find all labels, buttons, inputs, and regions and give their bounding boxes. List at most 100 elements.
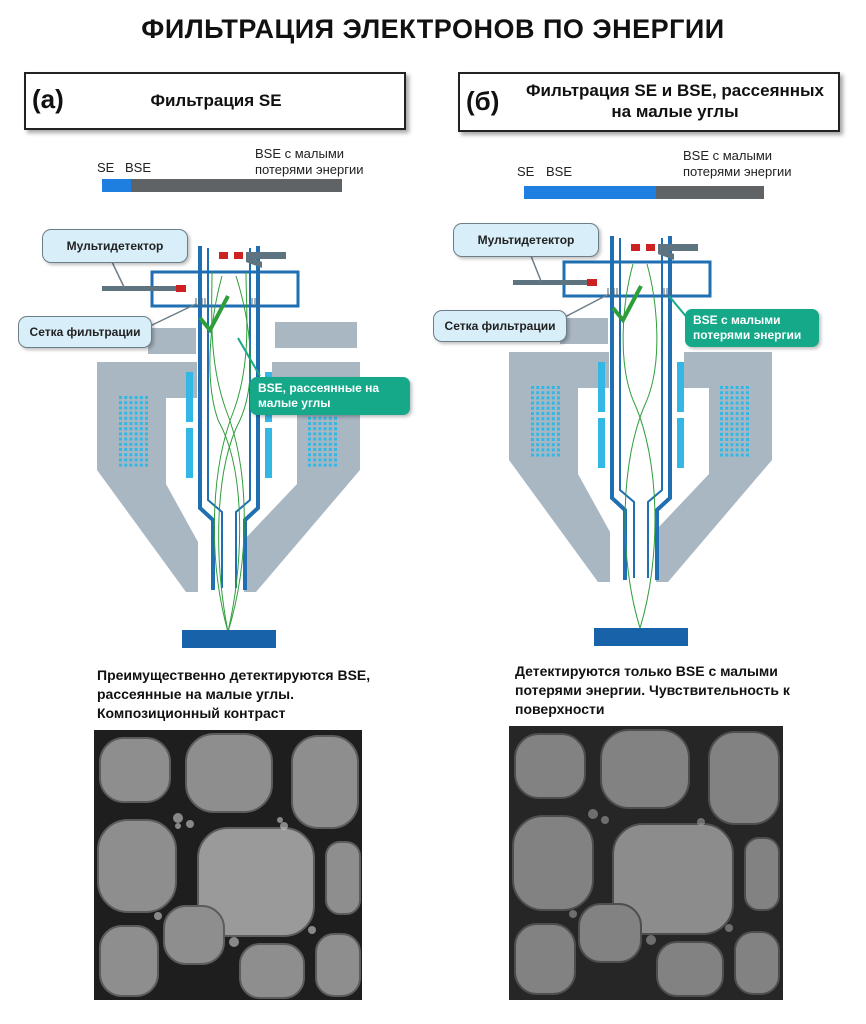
coil-dot	[557, 427, 560, 431]
coil-dot	[746, 386, 749, 389]
coil-dot	[328, 432, 332, 436]
coil-dot	[740, 427, 744, 431]
coil-dot	[308, 427, 311, 431]
coil-dot	[139, 437, 143, 441]
coil-dot	[328, 453, 332, 457]
aperture-arm	[246, 252, 286, 259]
coil-dot	[313, 416, 317, 420]
coil-dot	[145, 458, 148, 462]
coil-dot	[334, 437, 337, 441]
coil-dot	[124, 406, 128, 410]
coil-dot	[541, 417, 545, 421]
coil-dot	[145, 432, 148, 436]
coil-dot	[308, 442, 311, 446]
coil-dot	[334, 458, 337, 462]
coil-dot	[546, 412, 550, 415]
description-b: Детектируются только BSE с малыми потеря…	[515, 663, 790, 717]
coil-dot	[541, 396, 545, 400]
coil-dot	[129, 437, 133, 441]
coil-dot	[328, 448, 332, 451]
coil-dot	[735, 448, 739, 452]
coil-dot	[334, 442, 337, 446]
coil-dot	[134, 442, 138, 446]
coil-dot	[308, 448, 311, 451]
coil-dot	[725, 427, 729, 431]
coil-dot	[725, 417, 729, 421]
coil-dot	[313, 422, 317, 425]
coil-dot	[328, 442, 332, 446]
coil-dot	[308, 422, 311, 425]
coil-dot	[546, 443, 550, 447]
coil-dot	[531, 453, 534, 457]
aperture-red-1	[219, 252, 228, 259]
coil-dot	[134, 448, 138, 451]
coil-dot	[134, 463, 138, 467]
coil-dot	[541, 391, 545, 395]
coil-dot	[328, 427, 332, 431]
coil-dot	[746, 443, 749, 447]
coil-dot	[328, 416, 332, 420]
coil-dot	[119, 453, 122, 457]
coil-dot	[124, 458, 128, 462]
coil-dot	[124, 416, 128, 420]
coil-dot	[730, 401, 734, 405]
coil-dot	[124, 422, 128, 425]
bar-label-bse-b: BSE	[546, 164, 573, 179]
energy-bar-b	[524, 186, 764, 199]
coil-dot	[730, 417, 734, 421]
coil-dot	[124, 453, 128, 457]
callout-multidetector-b: Мультидетектор	[453, 223, 599, 257]
coil-dot	[318, 422, 322, 425]
coil-dot	[551, 412, 555, 415]
coil-dot	[129, 411, 133, 415]
coil-dot	[740, 396, 744, 400]
coil-dot	[531, 417, 534, 421]
coil-dot	[541, 401, 545, 405]
check-mark-icon	[198, 295, 230, 334]
coil-dot	[119, 396, 122, 399]
coil-dot	[323, 427, 327, 431]
coil-dot	[313, 453, 317, 457]
column-tube-left	[198, 246, 215, 590]
coil-dot	[139, 458, 143, 462]
coil-dot	[735, 396, 739, 400]
coil-dot	[536, 406, 540, 410]
coil-dot	[313, 427, 317, 431]
coil-dot	[134, 458, 138, 462]
coil-dot	[546, 432, 550, 436]
coil-dot	[735, 427, 739, 431]
coil-dot	[730, 432, 734, 436]
coil-dot	[746, 422, 749, 426]
coil-dot	[531, 396, 534, 400]
coil-dot	[720, 401, 723, 405]
coil-dot	[730, 412, 734, 415]
coil-dot	[334, 427, 337, 431]
coil-dot	[720, 412, 723, 415]
coil-dot	[124, 437, 128, 441]
coil-dot	[119, 437, 122, 441]
coil-dot	[557, 448, 560, 452]
coil-dot	[720, 432, 723, 436]
coil-dot	[323, 448, 327, 451]
bar-label-se-b: SE	[517, 164, 535, 179]
coil-dot	[531, 412, 534, 415]
coil-dot	[536, 401, 540, 405]
coil-dot	[557, 401, 560, 405]
coil-dot	[557, 422, 560, 426]
coil-dot	[134, 427, 138, 431]
coil-dot	[124, 432, 128, 436]
coil-dot	[546, 396, 550, 400]
coil-dot	[546, 417, 550, 421]
coil-dot	[740, 391, 744, 395]
bar-label-low-loss-b: BSE с малыми потерями энергии	[683, 148, 792, 179]
coil-dot	[546, 453, 550, 457]
coil-dot	[124, 401, 128, 405]
electrode-right-lower	[265, 428, 272, 478]
coil-dot	[725, 406, 729, 410]
coil-dot	[551, 453, 555, 457]
coil-dot	[730, 427, 734, 431]
coil-dot	[730, 438, 734, 441]
sem-column-diagram-b	[509, 236, 772, 646]
coil-dot	[145, 411, 148, 415]
detector-arm	[102, 286, 176, 291]
